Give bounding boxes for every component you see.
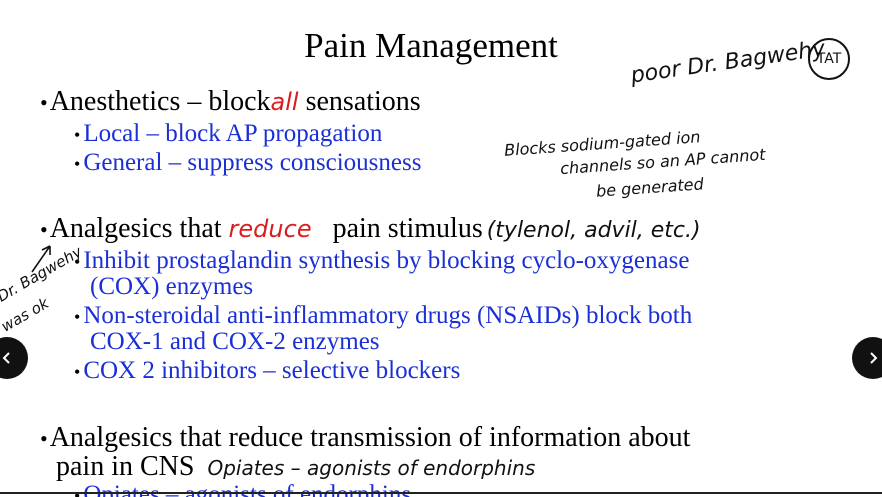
sub-bullet-text: Local – block AP propagation bbox=[83, 120, 383, 147]
prev-slide-button[interactable] bbox=[0, 337, 28, 379]
bullet-dot: • bbox=[74, 125, 81, 145]
sub-bullet-text: Non-steroidal anti-inflammatory drugs (N… bbox=[83, 302, 693, 329]
heading-text: Anesthetics – block bbox=[49, 86, 271, 117]
bullet-dot: • bbox=[40, 217, 48, 242]
heading-text: Analgesics that bbox=[49, 213, 222, 244]
sub-bullet-text: Opiates – agonists of endorphins bbox=[83, 481, 412, 497]
bullet-dot: • bbox=[74, 362, 81, 382]
annotation-arrow-icon bbox=[31, 245, 51, 273]
sub-bullet-opiates: •Opiates – agonists of endorphins bbox=[74, 481, 411, 497]
chevron-left-icon bbox=[2, 352, 10, 364]
sub-bullet-text: General – suppress consciousness bbox=[83, 149, 422, 176]
bullet-dot: • bbox=[74, 252, 81, 272]
handwritten-all: all bbox=[270, 88, 299, 116]
sub-bullet-text: Inhibit prostaglandin synthesis by block… bbox=[83, 247, 690, 274]
handwritten-opiates: Opiates – agonists of endorphins bbox=[207, 456, 536, 480]
bullet-dot: • bbox=[74, 154, 81, 174]
bullet-analgesics-reduce-transmission: •Analgesics that reduce transmission of … bbox=[40, 422, 690, 454]
handwritten-examples: (tylenol, advil, etc.) bbox=[486, 218, 701, 243]
bullet-dot: • bbox=[74, 307, 81, 327]
sub-bullet-text: COX 2 inhibitors – selective blockers bbox=[83, 357, 461, 384]
handwritten-reduce: reduce bbox=[228, 215, 312, 243]
sub-bullet-general: •General – suppress consciousness bbox=[74, 149, 421, 177]
bullet-dot: • bbox=[74, 486, 80, 497]
chevron-right-icon bbox=[870, 352, 878, 364]
heading-text: Analgesics that reduce transmission of i… bbox=[49, 422, 691, 453]
sub-bullet-prostaglandin: •Inhibit prostaglandin synthesis by bloc… bbox=[74, 247, 689, 275]
emoticon-circle: TAT bbox=[808, 38, 850, 80]
sub-bullet-local: •Local – block AP propagation bbox=[74, 120, 382, 148]
bullet-analgesics-cont: pain in CNS Opiates – agonists of endorp… bbox=[56, 451, 535, 483]
bullet-dot: • bbox=[40, 90, 48, 115]
heading-text-end: pain stimulus bbox=[332, 213, 483, 244]
sub-bullet-nsaids-cont: COX-1 and COX-2 enzymes bbox=[90, 328, 380, 355]
heading-text-end: sensations bbox=[305, 86, 421, 117]
heading-text-cont: pain in CNS bbox=[56, 451, 195, 482]
sub-bullet-prostaglandin-cont: (COX) enzymes bbox=[90, 273, 254, 300]
sub-bullet-cox2: •COX 2 inhibitors – selective blockers bbox=[74, 357, 460, 385]
divider bbox=[0, 492, 882, 494]
next-slide-button[interactable] bbox=[852, 337, 882, 379]
note-sodium-line3: be generated bbox=[595, 174, 705, 201]
sub-bullet-nsaids: •Non-steroidal anti-inflammatory drugs (… bbox=[74, 302, 692, 330]
bullet-analgesics-reduce-stimulus: •Analgesics that reduce pain stimulus(ty… bbox=[40, 213, 701, 245]
bullet-anesthetics: •Anesthetics – blockall sensations bbox=[40, 86, 421, 118]
bullet-dot: • bbox=[40, 426, 48, 451]
slide-title: Pain Management bbox=[304, 26, 558, 65]
